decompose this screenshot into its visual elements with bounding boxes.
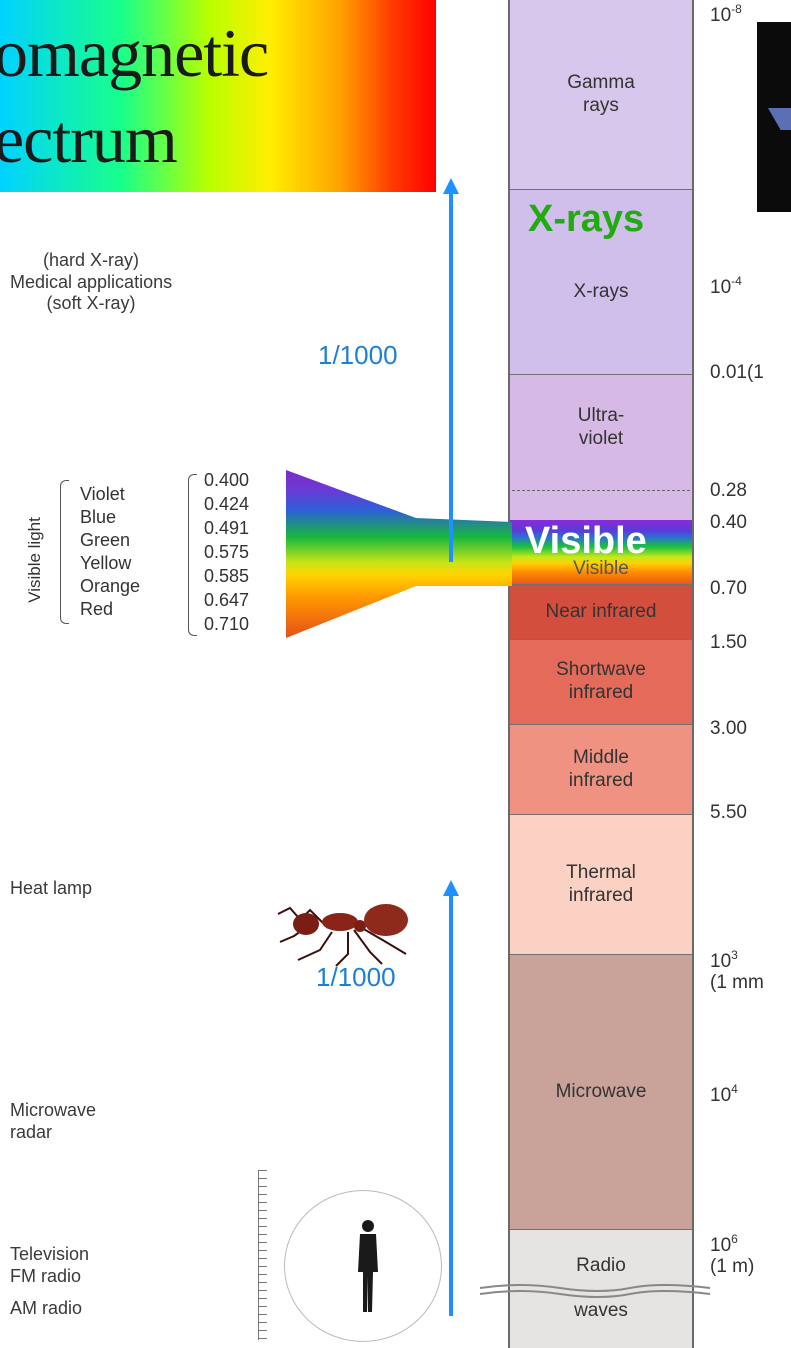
arrow-up-icon bbox=[443, 880, 459, 896]
band-label: Gamma rays bbox=[567, 71, 635, 116]
visible-color-label: Green bbox=[80, 530, 131, 550]
visible-light-label: Visible light bbox=[25, 517, 44, 603]
human-scale-oval bbox=[284, 1190, 442, 1342]
band-label: Radio waves bbox=[574, 1254, 628, 1322]
microwave-radar-text: Microwave radar bbox=[10, 1100, 97, 1142]
visible-values-bracket bbox=[188, 474, 197, 636]
wavelength-label: 3.00 bbox=[710, 718, 747, 739]
wavelength-label: 0.70 bbox=[710, 578, 747, 599]
xray-applications-text: (hard X-ray) Medical applications (soft … bbox=[10, 250, 173, 314]
visible-wavelength-value: 0.491 bbox=[204, 518, 250, 538]
human-silhouette-icon bbox=[358, 1220, 378, 1312]
wavelength-label: 10-4 bbox=[710, 274, 742, 298]
band-label: Microwave bbox=[555, 1080, 647, 1102]
visible-light-bracket bbox=[60, 480, 69, 624]
visible-wavelength-value: 0.400 bbox=[204, 470, 250, 490]
ratio-label: 1/1000 bbox=[316, 962, 396, 992]
wavelength-label: 0.01(1 bbox=[710, 362, 764, 383]
am-radio-text: AM radio bbox=[10, 1298, 83, 1318]
band-label: Middle infrared bbox=[568, 746, 634, 791]
wavelength-label: 106 bbox=[710, 1232, 738, 1256]
wavelength-label: 103 bbox=[710, 948, 738, 972]
ratio-label: 1/1000 bbox=[318, 340, 398, 370]
band-label: Shortwave infrared bbox=[556, 659, 646, 703]
visible-color-label: Yellow bbox=[80, 553, 132, 573]
arrow-shaft bbox=[449, 896, 453, 1316]
visible-highlight-label: Visible bbox=[525, 520, 647, 562]
wavelength-label: 1.50 bbox=[710, 632, 747, 653]
xrays-highlight-label: X-rays bbox=[528, 198, 645, 240]
visible-color-label: Red bbox=[80, 599, 114, 619]
band-xrays: X-rays bbox=[510, 190, 692, 375]
visible-color-label: Violet bbox=[80, 484, 125, 504]
band-visible: Visible bbox=[510, 520, 692, 585]
spectrum-column bbox=[508, 0, 694, 1348]
wavelength-label: 0.28 bbox=[710, 480, 747, 501]
band-ultraviolet: Ultra- violet bbox=[510, 375, 692, 520]
wavelength-label: 104 bbox=[710, 1082, 738, 1106]
band-label: Visible bbox=[573, 557, 629, 579]
band-label: X-rays bbox=[573, 280, 629, 302]
band-shortwave-infrared: Shortwave infrared bbox=[510, 640, 692, 725]
uv-dashed-divider bbox=[512, 490, 690, 491]
tv-fm-radio-text: Television FM radio bbox=[10, 1244, 90, 1286]
arrow-up-icon bbox=[443, 178, 459, 194]
visible-color-label: Orange bbox=[80, 576, 141, 596]
wavelength-label: 0.40 bbox=[710, 512, 747, 533]
radio-wave-break bbox=[480, 1284, 710, 1298]
visible-spectrum-funnel bbox=[286, 470, 512, 638]
wavelength-label: (1 m) bbox=[710, 1256, 755, 1277]
band-gamma: Gamma rays bbox=[510, 0, 692, 190]
visible-wavelength-value: 0.647 bbox=[204, 590, 250, 610]
scale-ruler bbox=[258, 1170, 269, 1340]
visible-wavelength-value: 0.585 bbox=[204, 566, 250, 586]
title-line-1: omagnetic bbox=[0, 15, 269, 91]
title-line-2: ectrum bbox=[0, 101, 178, 177]
ant-icon bbox=[277, 904, 408, 967]
band-thermal-infrared: Thermal infrared bbox=[510, 815, 692, 955]
visible-wavelength-value: 0.710 bbox=[204, 614, 250, 634]
band-label: Thermal infrared bbox=[566, 861, 636, 906]
wavelength-label: 10-8 bbox=[710, 2, 742, 26]
band-radio: Radio waves bbox=[510, 1230, 692, 1348]
wavelength-label: 5.50 bbox=[710, 802, 747, 823]
band-near-infrared: Near infrared bbox=[510, 585, 692, 640]
arrow-shaft bbox=[449, 194, 453, 562]
band-label: Near infrared bbox=[545, 600, 657, 622]
title-banner: omagnetic ectrum bbox=[0, 0, 436, 192]
band-microwave: Microwave bbox=[510, 955, 692, 1230]
heat-lamp-text: Heat lamp bbox=[10, 878, 93, 898]
visible-wavelength-value: 0.424 bbox=[204, 494, 250, 514]
band-middle-infrared: Middle infrared bbox=[510, 725, 692, 815]
visible-wavelength-value: 0.575 bbox=[204, 542, 250, 562]
band-label: Ultra- violet bbox=[577, 405, 625, 449]
wavelength-label: (1 mm bbox=[710, 972, 764, 993]
visible-color-label: Blue bbox=[80, 507, 117, 527]
